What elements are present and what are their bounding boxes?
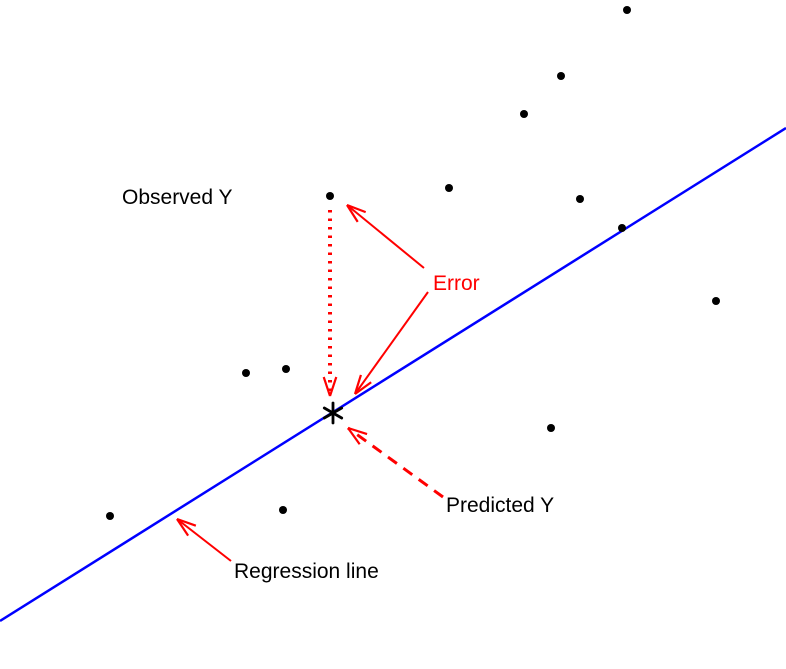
predicted-y-arrow bbox=[347, 426, 444, 499]
data-point bbox=[445, 184, 453, 192]
regression-line-label: Regression line bbox=[234, 560, 379, 583]
data-point bbox=[547, 424, 555, 432]
data-point bbox=[326, 192, 334, 200]
error-dotted-line bbox=[322, 210, 338, 397]
data-point bbox=[623, 6, 631, 14]
regression-line bbox=[0, 126, 786, 623]
observed-y-label: Observed Y bbox=[122, 186, 233, 209]
data-point bbox=[557, 72, 565, 80]
data-point bbox=[279, 506, 287, 514]
annotation-arrows bbox=[176, 203, 444, 562]
regression-line-arrow bbox=[176, 517, 232, 562]
data-point bbox=[106, 512, 114, 520]
error-to-predicted-arrow bbox=[353, 291, 429, 395]
data-point bbox=[576, 195, 584, 203]
predicted-point-marker bbox=[322, 401, 344, 425]
data-point bbox=[618, 224, 626, 232]
data-point bbox=[712, 297, 720, 305]
scatter-points bbox=[106, 6, 720, 520]
error-label: Error bbox=[433, 272, 480, 295]
predicted-y-label: Predicted Y bbox=[446, 494, 554, 517]
data-point bbox=[282, 365, 290, 373]
error-to-observed-arrow bbox=[346, 203, 425, 269]
data-point bbox=[520, 110, 528, 118]
data-point bbox=[242, 369, 250, 377]
